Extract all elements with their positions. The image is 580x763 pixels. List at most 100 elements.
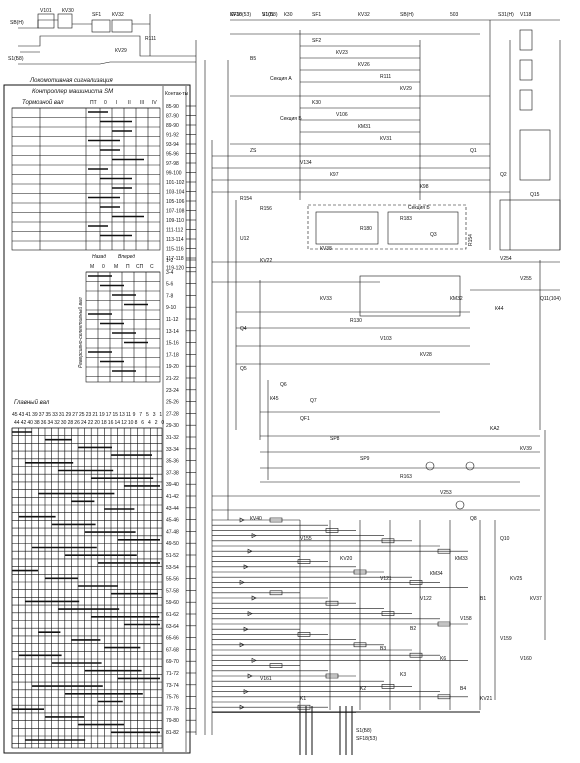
main-position-label: 29 bbox=[66, 412, 72, 418]
controller-panel: Локомотивная сигнализация Контроллер маш… bbox=[3, 78, 196, 754]
main-position-label: 34 bbox=[48, 420, 54, 426]
main-position-label: 38 bbox=[34, 420, 40, 426]
component-label: КV39 bbox=[520, 446, 532, 452]
main-position-label: 23 bbox=[86, 412, 92, 418]
component-label: V159 bbox=[500, 636, 512, 642]
component-label: V121 bbox=[380, 576, 392, 582]
main-position-label: 12 bbox=[121, 420, 127, 426]
svg-text:II: II bbox=[128, 100, 131, 106]
component-label: R180 bbox=[360, 226, 372, 232]
reverse-title: Реверсивно-селективный вал bbox=[77, 297, 84, 368]
contact-label: 27-28 bbox=[166, 411, 179, 417]
main-position-label: 31 bbox=[59, 412, 65, 418]
brake-grid bbox=[11, 107, 161, 251]
component-label: V106 bbox=[336, 112, 348, 118]
main-position-label: 33 bbox=[52, 412, 58, 418]
main-position-label: 27 bbox=[72, 412, 78, 418]
svg-text:ПТ: ПТ bbox=[90, 100, 97, 106]
component-label: V103 bbox=[380, 336, 392, 342]
supply-labels: SB(Н) V101 КV30 SF1 КV32 S1(Б8) КV29 R11… bbox=[8, 8, 156, 62]
component-label: КМ31 bbox=[358, 124, 371, 130]
component-label: Q6 bbox=[280, 382, 287, 388]
component-label: KV20 bbox=[340, 556, 352, 562]
middle-circuits bbox=[212, 261, 560, 511]
main-position-label: 4 bbox=[148, 420, 151, 426]
contact-label: 107-108 bbox=[166, 209, 185, 215]
main-position-label: 41 bbox=[25, 412, 31, 418]
main-position-label: 22 bbox=[88, 420, 94, 426]
wire-label: SB(Н) bbox=[10, 20, 24, 26]
component-label: R163 bbox=[400, 474, 412, 480]
main-position-label: 28 bbox=[68, 420, 74, 426]
contact-label: 35-36 bbox=[166, 459, 179, 465]
main-position-label: 26 bbox=[74, 420, 80, 426]
component-label: В3 bbox=[380, 646, 386, 652]
main-position-label: 43 bbox=[19, 412, 25, 418]
component-label: Q3 bbox=[430, 232, 437, 238]
component-label: Q7 bbox=[310, 398, 317, 404]
svg-text:М: М bbox=[90, 264, 94, 270]
contact-label: 75-76 bbox=[166, 695, 179, 701]
component-label: SP9 bbox=[360, 456, 370, 462]
brake-positions: ПТ 0 I II III IV bbox=[90, 100, 157, 106]
svg-text:I: I bbox=[116, 100, 117, 106]
main-position-label: 30 bbox=[61, 420, 67, 426]
main-position-label: 6 bbox=[141, 420, 144, 426]
main-position-label: 40 bbox=[27, 420, 33, 426]
contact-label: 41-42 bbox=[166, 494, 179, 500]
component-label: Q4 bbox=[240, 326, 247, 332]
contact-label: 79-80 bbox=[166, 718, 179, 724]
contact-label: 51-52 bbox=[166, 553, 179, 559]
contact-label: 15-16 bbox=[166, 341, 179, 347]
contact-label: 3-4 bbox=[166, 270, 173, 276]
contact-label: 1-2 bbox=[166, 258, 173, 264]
contact-label: 95-96 bbox=[166, 152, 179, 158]
component-label: 503 bbox=[450, 12, 459, 18]
component-label: KA2 bbox=[490, 426, 500, 432]
component-label: SB(Н) bbox=[400, 12, 414, 18]
component-label: V255 bbox=[520, 276, 532, 282]
bottom-labels: SF18(5З) S1(Б8) bbox=[356, 728, 377, 742]
svg-text:С: С bbox=[150, 264, 154, 270]
component-label: КМ33 bbox=[455, 556, 468, 562]
main-position-label: 24 bbox=[81, 420, 87, 426]
main-position-label: 19 bbox=[99, 412, 105, 418]
signal-title: Локомотивная сигнализация bbox=[29, 78, 113, 84]
section-label: Секция Б bbox=[408, 205, 430, 211]
lower-ladder bbox=[212, 517, 481, 713]
main-position-label: 15 bbox=[113, 412, 119, 418]
wire-label: V101 bbox=[40, 8, 52, 14]
contact-label: 67-68 bbox=[166, 647, 179, 653]
reverse-grid bbox=[85, 271, 161, 383]
component-label: K3 bbox=[400, 672, 406, 678]
component-label: КV29 bbox=[400, 86, 412, 92]
component-label: R183 bbox=[400, 216, 412, 222]
main-position-label: 9 bbox=[133, 412, 136, 418]
contact-label: 89-90 bbox=[166, 123, 179, 129]
svg-text:СП: СП bbox=[136, 264, 144, 270]
contact-label: 7-8 bbox=[166, 293, 173, 299]
main-grid bbox=[11, 427, 163, 749]
main-position-label: 5 bbox=[146, 412, 149, 418]
contact-label: 93-94 bbox=[166, 142, 179, 148]
contact-label: 119-120 bbox=[166, 266, 184, 272]
main-position-label: 21 bbox=[92, 412, 98, 418]
svg-text:П: П bbox=[126, 264, 130, 270]
contact-label: 69-70 bbox=[166, 659, 179, 665]
component-label: QF1 bbox=[300, 416, 310, 422]
wire-label: S1(Б8) bbox=[356, 728, 372, 734]
contact-label: 17-18 bbox=[166, 352, 179, 358]
component-label: КV30 bbox=[230, 12, 242, 18]
component-label: ZS bbox=[250, 148, 257, 154]
contact-label: 61-62 bbox=[166, 612, 179, 618]
component-label: S31(Н) bbox=[498, 12, 514, 18]
component-label: V160 bbox=[520, 656, 532, 662]
main-position-label: 16 bbox=[108, 420, 114, 426]
section-ab: Секция Б R154 bbox=[307, 204, 474, 250]
component-label: K1 bbox=[300, 696, 306, 702]
component-label: КМ34 bbox=[430, 571, 443, 577]
component-label: Q8 bbox=[470, 516, 477, 522]
